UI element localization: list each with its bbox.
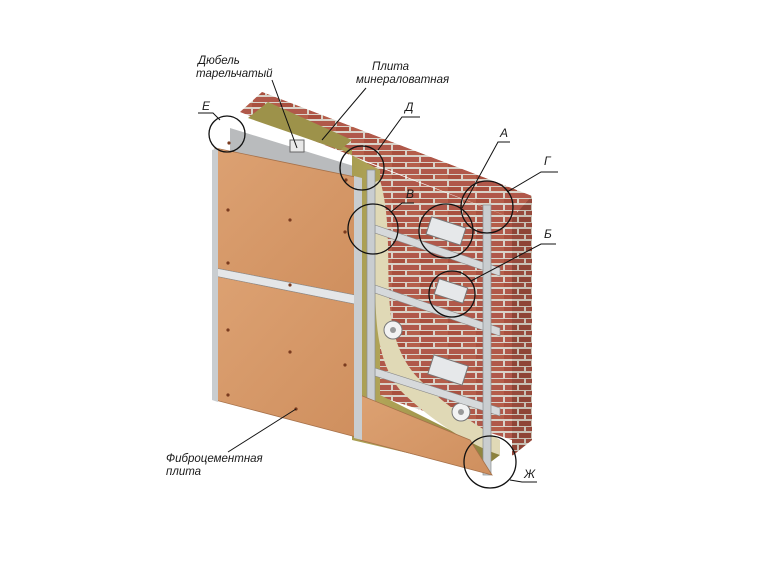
marker-v-label: В [406, 187, 414, 201]
marker-zh-label: Ж [523, 467, 536, 481]
marker-g-label: Г [544, 154, 552, 168]
marker-g: Г [460, 154, 558, 234]
marker-d: Д [339, 100, 420, 191]
marker-e: Е [198, 99, 246, 153]
plate-dowel [289, 139, 471, 422]
rails [374, 216, 501, 417]
vertical-profiles [366, 169, 492, 476]
mineral-wool [248, 102, 500, 470]
marker-a-label: А [499, 126, 508, 140]
wool-label: Плита минераловатная [356, 61, 449, 86]
marker-b-label: Б [544, 227, 552, 241]
label-leaders [227, 79, 367, 453]
marker-e-label: Е [202, 99, 211, 113]
rivets [226, 141, 348, 411]
marker-a: А [418, 126, 510, 259]
marker-v: В [347, 187, 414, 255]
fiber-cement-panels [212, 147, 493, 476]
marker-b: Б [428, 227, 556, 318]
dowel-label: Дюбель тарельчатый [196, 55, 273, 80]
marker-zh: Ж [463, 435, 537, 489]
fiber-cement-label: Фиброцементная плита [166, 453, 266, 478]
marker-d-label: Д [403, 100, 414, 114]
